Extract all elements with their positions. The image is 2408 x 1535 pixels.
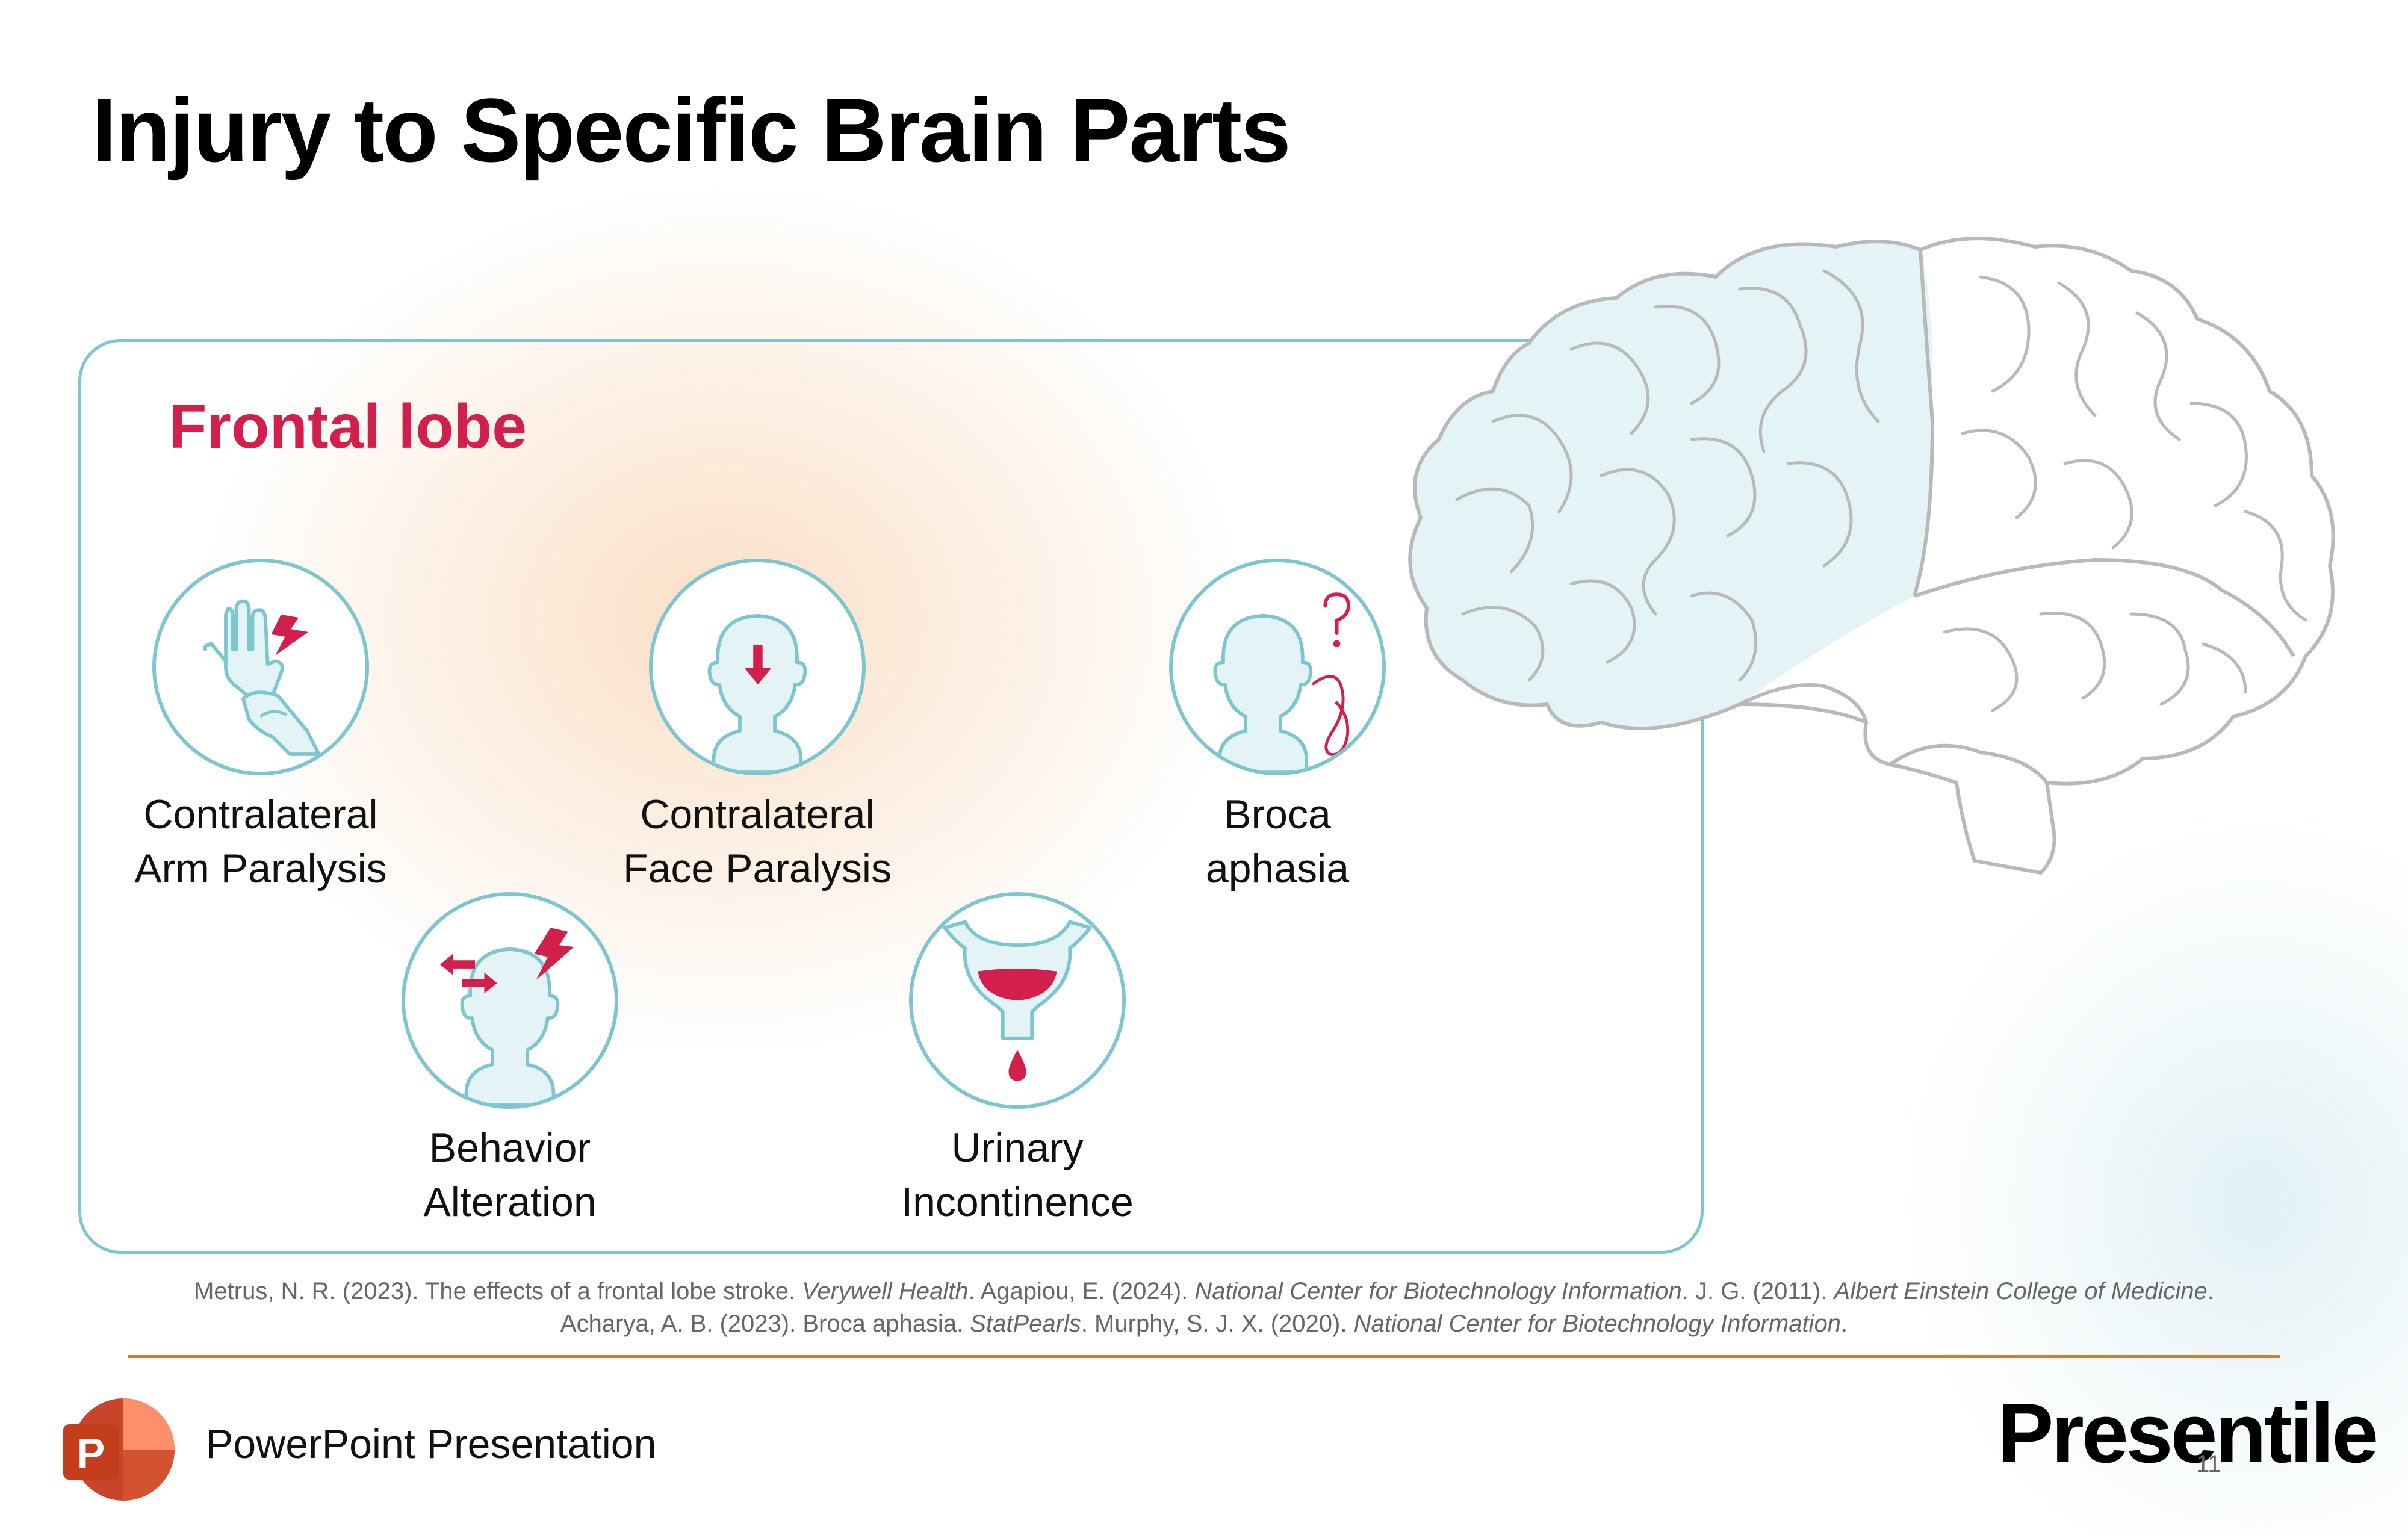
face-paralysis-icon bbox=[649, 559, 866, 775]
frontal-lobe-panel bbox=[78, 339, 1704, 1254]
footer-divider bbox=[128, 1355, 2280, 1358]
item-label: Urinary Incontinence bbox=[901, 1125, 1134, 1225]
brain-illustration bbox=[1408, 237, 2335, 875]
section-title: Frontal lobe bbox=[169, 392, 527, 462]
item-broca-aphasia: Broca aphasia bbox=[1091, 559, 1464, 896]
item-behavior-alteration: Behavior Alteration bbox=[323, 892, 697, 1229]
page-number: 11 bbox=[2196, 1451, 2221, 1477]
blue-glow-decoration bbox=[1896, 813, 2408, 1535]
hand-paralysis-icon bbox=[152, 559, 369, 775]
item-arm-paralysis: Contralateral Arm Paralysis bbox=[74, 559, 447, 896]
item-label: Contralateral Arm Paralysis bbox=[134, 792, 387, 892]
slide-title: Injury to Specific Brain Parts bbox=[92, 79, 1291, 181]
svg-text:P: P bbox=[77, 1430, 105, 1477]
brand-logo: Presentile bbox=[1997, 1386, 2379, 1480]
broca-aphasia-icon bbox=[1169, 559, 1386, 775]
item-label: Contralateral Face Paralysis bbox=[623, 792, 892, 892]
item-label: Broca aphasia bbox=[1205, 792, 1350, 892]
item-urinary-incontinence: Urinary Incontinence bbox=[831, 892, 1204, 1229]
behavior-alteration-icon bbox=[402, 892, 618, 1109]
item-label: Behavior Alteration bbox=[423, 1125, 597, 1225]
footer-app-name: PowerPoint Presentation bbox=[206, 1421, 657, 1467]
powerpoint-logo-icon: P bbox=[63, 1398, 175, 1501]
bladder-icon bbox=[909, 892, 1126, 1109]
references: Metrus, N. R. (2023). The effects of a f… bbox=[194, 1278, 2214, 1337]
item-face-paralysis: Contralateral Face Paralysis bbox=[571, 559, 944, 896]
